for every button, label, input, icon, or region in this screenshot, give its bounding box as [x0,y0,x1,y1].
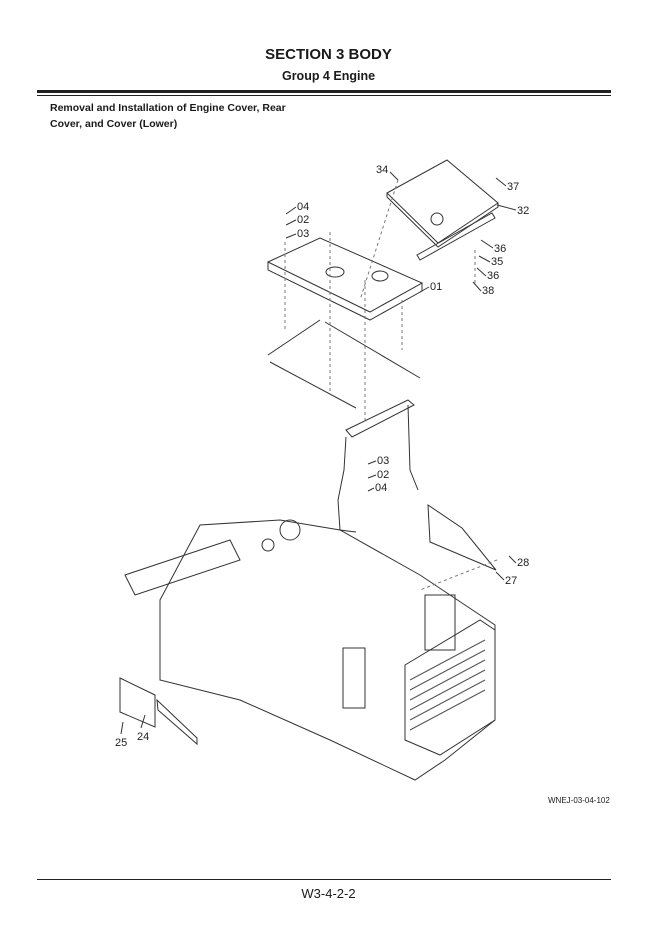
procedure-heading: Removal and Installation of Engine Cover… [50,102,286,130]
callout-32: 32 [517,205,529,217]
header-divider [37,90,611,93]
callout-27: 27 [505,575,517,587]
callout-04: 04 [297,201,309,213]
callout-03: 03 [297,228,309,240]
callout-36b: 36 [487,270,499,282]
figure-code: WNEJ-03-04-102 [548,796,610,805]
callout-28: 28 [517,557,529,569]
callout-25: 25 [115,737,127,749]
section-title: SECTION 3 BODY [265,46,392,63]
callout-34: 34 [376,164,388,176]
callout-04b: 04 [375,482,387,494]
callout-01: 01 [430,281,442,293]
side-cover-part [427,504,497,571]
header-divider-thin [37,95,611,96]
rear-cover-part [386,159,499,244]
callout-02: 02 [297,214,309,226]
callout-38: 38 [482,285,494,297]
callout-35: 35 [491,256,503,268]
page-number: W3-4-2-2 [301,886,356,901]
footer-divider [37,879,611,880]
engine-cover-part [266,237,424,313]
callout-36: 36 [494,243,506,255]
callout-37: 37 [507,181,519,193]
callout-24: 24 [137,731,149,743]
callout-02b: 02 [377,469,389,481]
lower-cover-part [119,677,156,728]
bracket-part [345,399,415,438]
group-title: Group 4 Engine [281,69,376,83]
callout-03b: 03 [377,455,389,467]
